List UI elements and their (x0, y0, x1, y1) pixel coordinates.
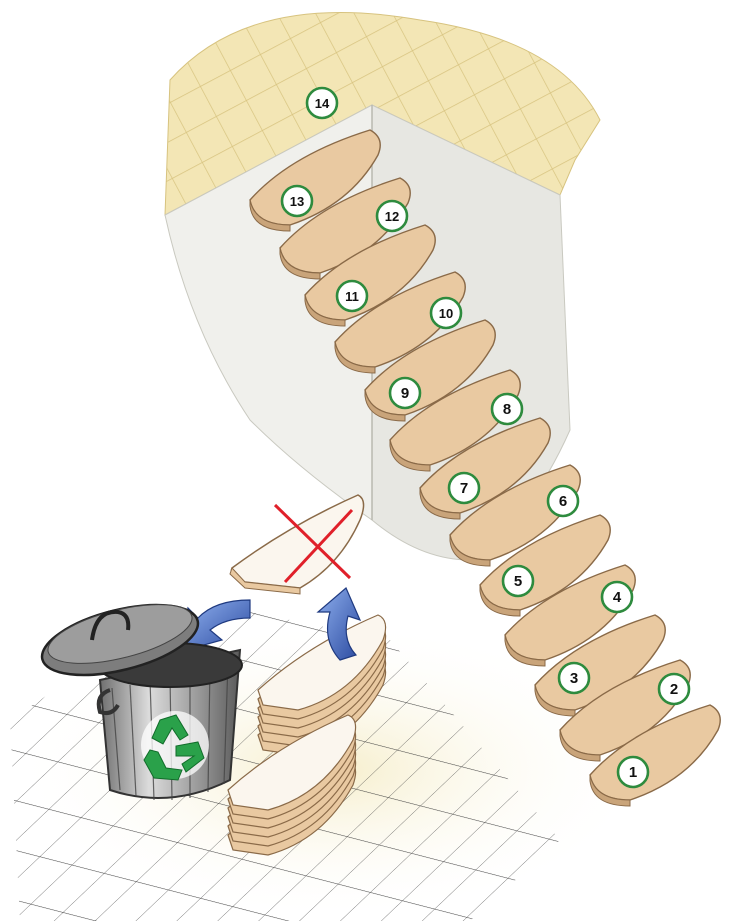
step-number: 9 (401, 385, 409, 402)
step-badge: 14 (307, 88, 337, 118)
step-number: 12 (385, 209, 399, 224)
step-number: 2 (670, 681, 678, 698)
step-number: 3 (570, 670, 578, 687)
step-number: 1 (629, 764, 637, 781)
step-badge: 7 (449, 473, 479, 503)
step-badge: 9 (390, 378, 420, 408)
step-number: 11 (345, 289, 359, 304)
step-number: 6 (559, 493, 567, 510)
step-badge: 13 (282, 186, 312, 216)
step-badge: 10 (431, 298, 461, 328)
step-number: 14 (315, 96, 330, 111)
step-badge: 6 (548, 486, 578, 516)
step-number: 10 (439, 306, 453, 321)
step-badge: 2 (659, 674, 689, 704)
step-badge: 4 (602, 582, 632, 612)
step-number: 13 (290, 194, 304, 209)
step-badge: 11 (337, 281, 367, 311)
step-badge: 3 (559, 663, 589, 693)
removed-tread (230, 495, 364, 594)
step-number: 8 (503, 401, 511, 418)
step-number: 7 (460, 480, 468, 497)
step-badge: 1 (618, 757, 648, 787)
step-badge: 5 (503, 566, 533, 596)
step-badge: 12 (377, 201, 407, 231)
step-number: 5 (514, 573, 522, 590)
step-number: 4 (613, 589, 622, 606)
step-badge: 8 (492, 394, 522, 424)
